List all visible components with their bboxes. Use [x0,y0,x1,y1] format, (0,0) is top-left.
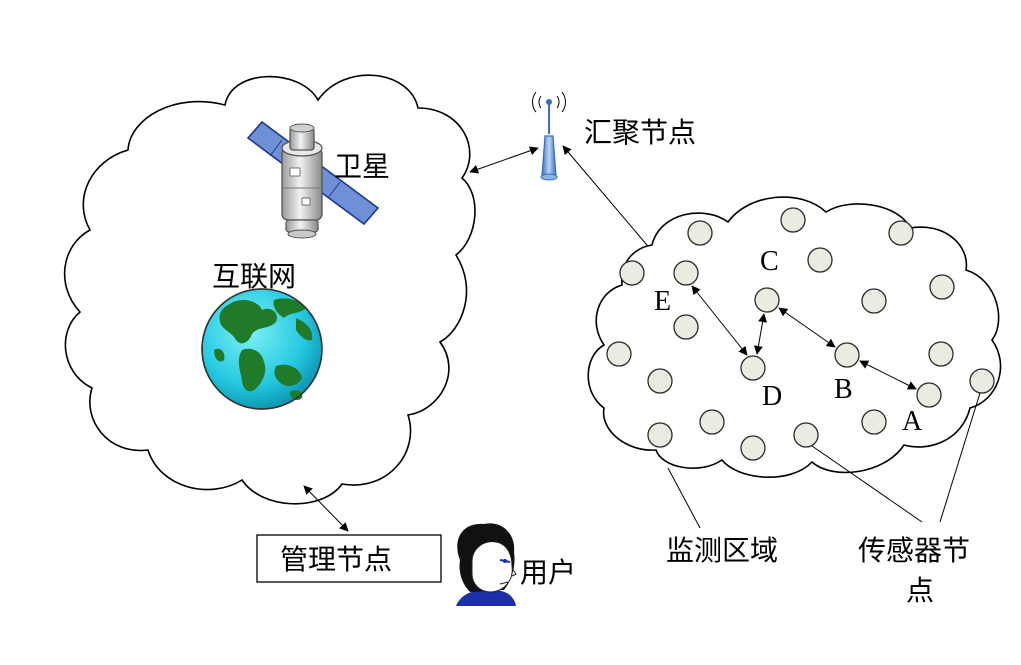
link-internet-management [303,485,349,532]
node-label-d: D [762,381,782,412]
link-sink-e [562,145,664,265]
sensor-node [740,435,766,461]
callout-sensor-node-2 [939,392,981,523]
sensor-node-e [673,260,699,286]
sensor-node [888,220,914,246]
sensor-node [673,314,699,340]
sensor-node [861,409,887,435]
sensor-node-label-line1: 传感器节 [858,534,970,567]
link-b-a [859,360,917,390]
link-e-d [691,285,748,356]
link-d-c [753,313,768,355]
sensor-node-d [740,355,766,381]
management-node-label: 管理节点 [280,543,392,576]
sensor-node [969,368,995,394]
satellite-label: 卫星 [334,150,390,183]
management-node-box [256,534,442,583]
node-label-e: E [654,286,671,317]
sink-node-label: 汇聚节点 [584,116,696,149]
sensor-node [793,422,819,448]
link-c-b [778,307,836,348]
internet-label: 互联网 [212,260,296,293]
sensor-node [619,260,645,286]
node-label-c: C [760,246,779,277]
callout-monitoring-area [667,467,701,529]
user-label: 用户 [520,556,576,589]
user-icon [456,523,517,606]
sensor-node [929,274,955,300]
satellite-icon [246,120,380,239]
sensor-node [780,207,806,233]
sensor-node-c [754,287,780,313]
antenna-icon [532,91,566,181]
sensor-node [687,220,713,246]
sensor-node [606,341,632,367]
node-label-b: B [834,374,853,405]
sensor-node [807,247,833,273]
globe-icon [201,288,323,410]
sensor-node [647,368,673,394]
sensor-node [861,288,887,314]
sensor-node-label-line2: 点 [906,574,934,607]
sensor-node [647,422,673,448]
node-label-a: A [902,406,923,437]
sensor-node-b [834,342,860,368]
sensor-node-a [916,382,942,408]
callout-sensor-node-1 [811,445,923,523]
sensor-node-grid [606,207,995,461]
sensor-node [928,341,954,367]
link-internet-sink [469,146,539,174]
monitoring-area-label: 监测区域 [666,534,778,567]
sensor-node [699,409,725,435]
